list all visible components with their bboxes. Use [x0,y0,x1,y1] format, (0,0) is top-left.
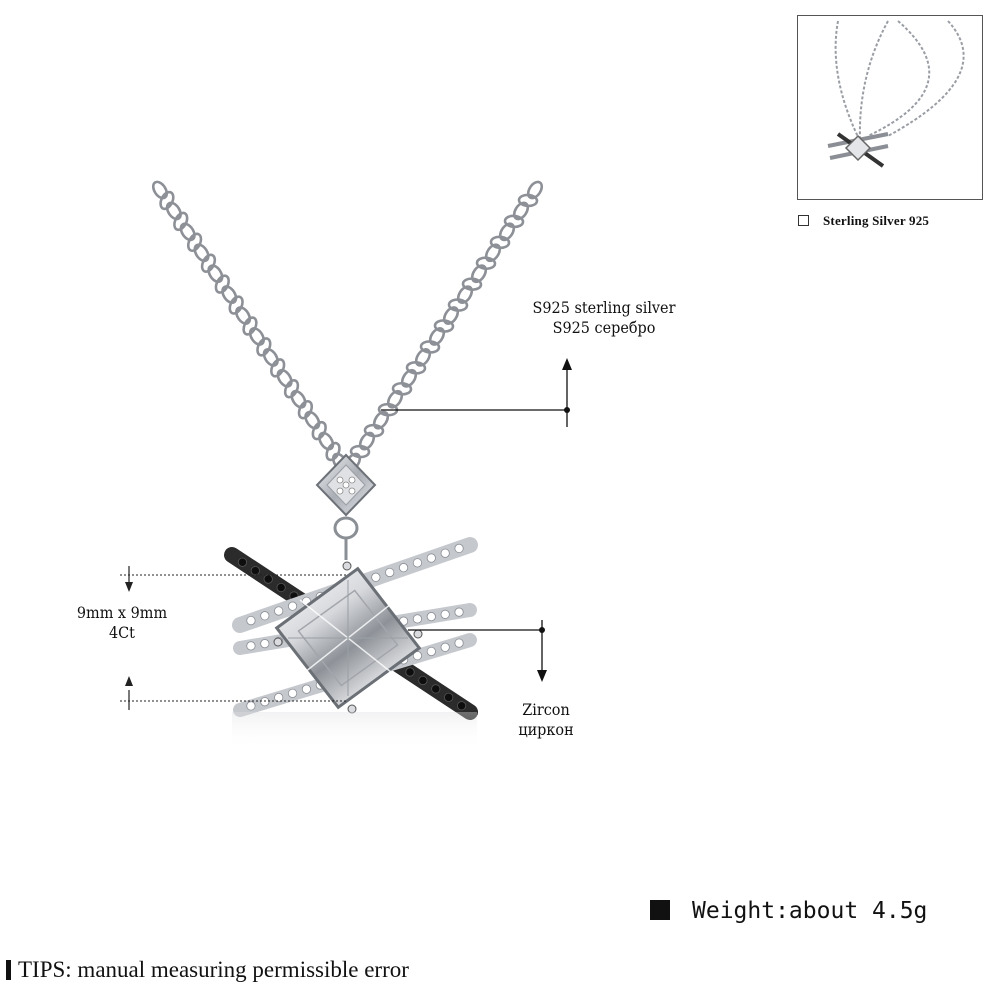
bail [315,453,377,560]
stone-carat: 4Ct [109,623,135,642]
tips-note: TIPS: manual measuring permissible error [6,957,409,983]
center-zircon [273,561,423,714]
stone-dimensions: 9mm x 9mm [76,603,168,622]
metal-pointer [381,358,572,427]
stone-label-en: Zircon [522,700,570,719]
thumbnail-necklace [827,20,965,168]
option-label: Sterling Silver 925 [823,213,930,228]
thumbnail[interactable] [797,15,983,200]
stone-annotation: Zircon циркон [496,700,597,740]
metal-annotation: S925 sterling silver S925 серебро [483,298,724,338]
bullet-bar [6,960,11,980]
option-checkbox[interactable] [798,215,809,226]
size-indicator [120,566,346,710]
bullet-square [650,900,670,920]
tips-text: TIPS: manual measuring permissible error [18,957,409,982]
weight-spec: Weight:about 4.5g [650,898,927,924]
reflection [232,712,477,750]
zircon-pointer [408,620,547,682]
metal-label-ru: S925 серебро [552,318,656,337]
stone-label-ru: циркон [518,720,574,739]
metal-label-en: S925 sterling silver [532,298,676,317]
color-option[interactable]: Sterling Silver 925 [798,213,929,229]
stone-size-annotation: 9mm x 9mm 4Ct [68,603,176,643]
chain [151,180,544,472]
weight-text: Weight:about 4.5g [692,898,928,924]
